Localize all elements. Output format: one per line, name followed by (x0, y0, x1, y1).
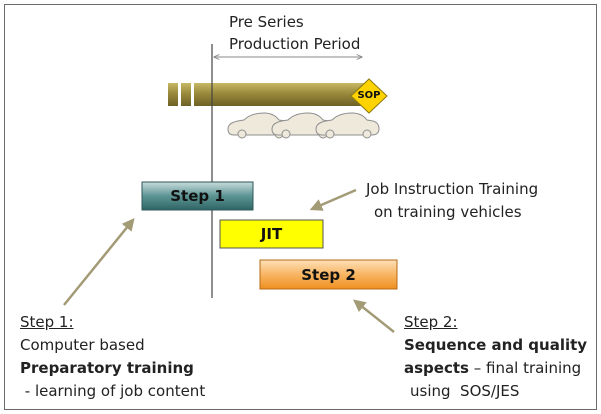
diagram-frame (4, 4, 597, 410)
jit-callout-line1: Job Instruction Training (366, 180, 539, 198)
step2-note-line2: aspects – final training (404, 358, 581, 378)
step1-note-arrow (63, 218, 135, 306)
step2-bar (259, 259, 398, 290)
vehicle-icons (227, 112, 380, 139)
jit-label: JIT (260, 225, 283, 243)
jit-callout-arrow (309, 188, 357, 211)
step1-note-heading: Step 1: (20, 313, 74, 331)
period-label-line1: Pre Series (229, 13, 304, 31)
timeline-bar (168, 83, 370, 106)
step2-label: Step 2 (301, 265, 356, 284)
step2-note-arrow (353, 299, 395, 333)
step2-note-line2-bold: aspects (404, 359, 469, 377)
step1-bar (141, 181, 254, 211)
step2-note-line3: using SOS/JES (410, 382, 520, 400)
sop-diamond (350, 78, 388, 114)
step2-note-line1: Sequence and quality (404, 336, 588, 354)
step1-note-line2: Preparatory training (20, 359, 194, 377)
step2-note-line2-rest: – final training (468, 359, 582, 377)
period-label-line2: Production Period (229, 35, 361, 53)
step1-note-line1: Computer based (20, 336, 145, 354)
step1-label: Step 1 (170, 187, 225, 205)
sop-label: SOP (357, 90, 381, 101)
step2-note-heading: Step 2: (404, 313, 458, 331)
step1-note-line3: - learning of job content (20, 382, 206, 400)
jit-callout-line2: on training vehicles (374, 203, 522, 221)
jit-bar (219, 219, 324, 249)
